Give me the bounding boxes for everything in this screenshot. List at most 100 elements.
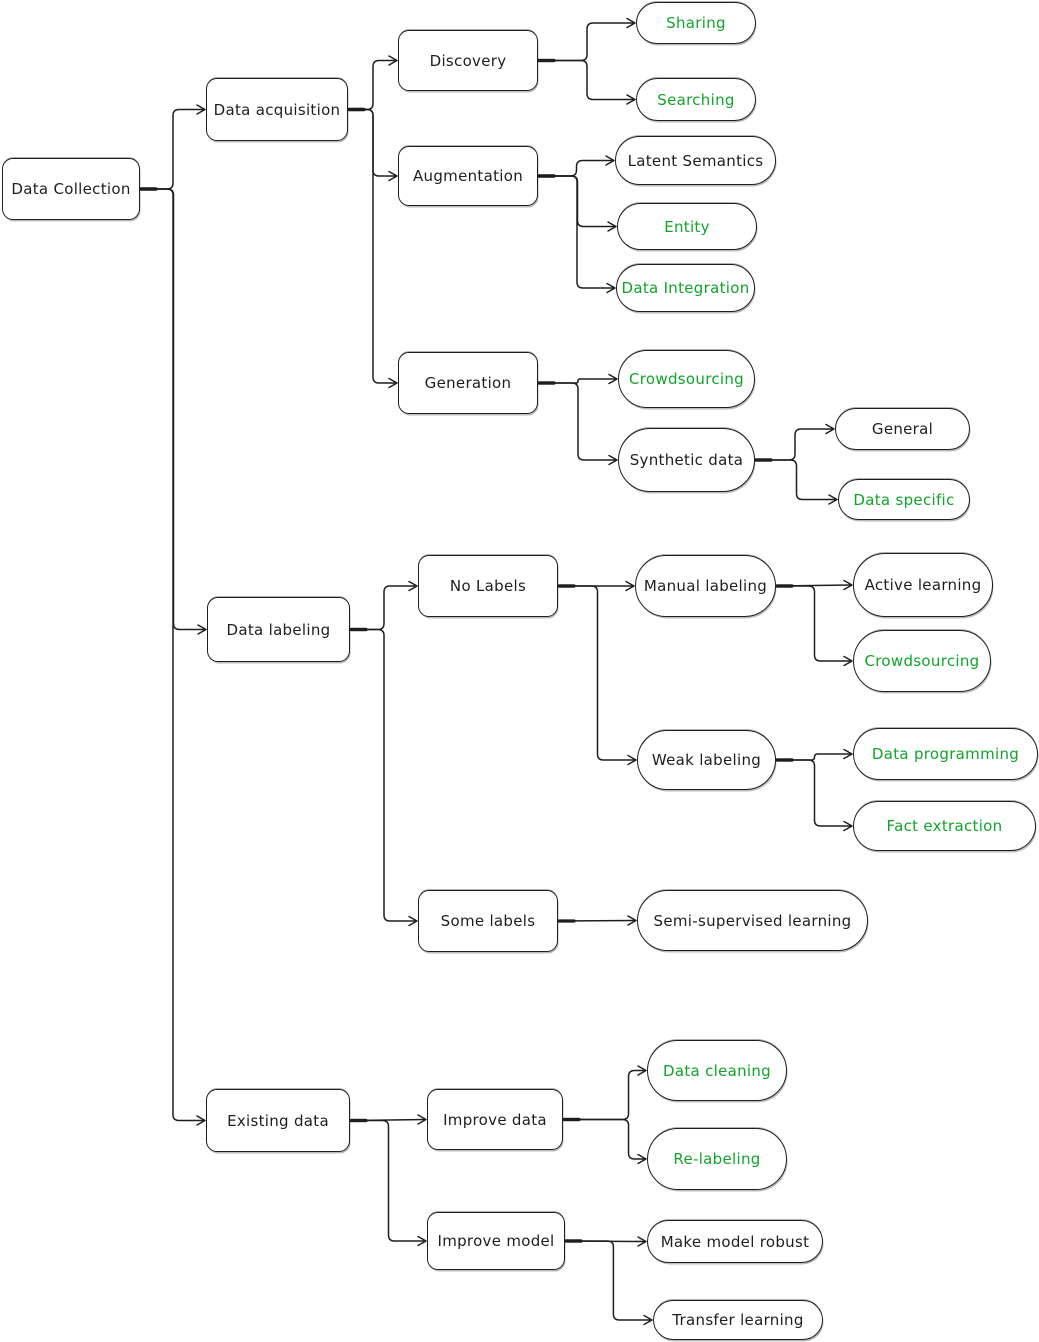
node-label-data-collection: Data Collection: [11, 180, 131, 198]
arrowhead-icon: [643, 1314, 653, 1326]
arrowhead-icon: [408, 915, 418, 927]
node-entity[interactable]: Entity: [617, 203, 757, 250]
node-latent-semantics[interactable]: Latent Semantics: [615, 136, 776, 185]
node-make-model-robust[interactable]: Make model robust: [647, 1220, 823, 1263]
arrowhead-icon: [388, 377, 398, 389]
node-label-existing-data: Existing data: [227, 1111, 329, 1130]
node-data-acquisition[interactable]: Data acquisition: [206, 78, 348, 141]
node-generation[interactable]: Generation: [398, 352, 538, 414]
node-fact-extraction[interactable]: Fact extraction: [853, 801, 1036, 851]
node-data-labeling[interactable]: Data labeling: [207, 597, 350, 662]
edge-data-labeling-to-no-labels: [349, 585, 417, 631]
node-label-data-acquisition: Data acquisition: [213, 100, 341, 119]
node-data-integration[interactable]: Data Integration: [616, 264, 755, 312]
arrowhead-icon: [637, 1065, 647, 1076]
node-label-improve-model: Improve model: [437, 1232, 555, 1250]
arrowhead-icon: [637, 1236, 647, 1247]
node-data-collection[interactable]: Data Collection: [2, 158, 140, 220]
node-label-latent-semantics: Latent Semantics: [627, 151, 764, 170]
edge-generation-to-crowdsourcing-gen: [537, 378, 617, 384]
edge-data-acquisition-to-augmentation: [347, 108, 397, 177]
edge-weak-labeling-to-fact-extraction: [775, 759, 852, 827]
node-label-data-labeling: Data labeling: [226, 620, 331, 639]
arrowhead-icon: [637, 1153, 647, 1165]
node-improve-model[interactable]: Improve model: [427, 1212, 565, 1270]
edge-improve-data-to-data-cleaning: [562, 1069, 646, 1121]
node-transfer-learning[interactable]: Transfer learning: [653, 1300, 823, 1340]
edge-weak-labeling-to-data-programming: [775, 753, 852, 761]
arrowhead-icon: [608, 454, 618, 466]
edge-discovery-to-sharing: [537, 22, 635, 62]
arrowhead-icon: [626, 17, 636, 29]
node-label-generation: Generation: [424, 374, 512, 392]
arrowhead-icon: [828, 494, 838, 505]
arrowhead-icon: [843, 655, 853, 667]
arrowhead-icon: [417, 1235, 427, 1247]
node-label-general: General: [871, 420, 934, 438]
node-no-labels[interactable]: No Labels: [418, 555, 558, 617]
edge-data-collection-to-existing-data: [139, 188, 205, 1122]
node-label-data-integration: Data Integration: [621, 279, 750, 297]
node-existing-data[interactable]: Existing data: [206, 1089, 350, 1152]
edge-data-collection-to-data-acquisition: [139, 108, 205, 190]
arrowhead-icon: [408, 580, 418, 592]
arrowhead-icon: [605, 155, 615, 166]
arrowhead-icon: [388, 170, 398, 182]
edge-data-labeling-to-some-labels: [349, 628, 417, 922]
node-data-cleaning[interactable]: Data cleaning: [647, 1040, 787, 1101]
edge-augmentation-to-data-integration: [537, 175, 615, 289]
node-label-data-specific: Data specific: [853, 490, 955, 509]
arrowhead-icon: [843, 748, 853, 760]
node-crowdsourcing-gen[interactable]: Crowdsourcing: [618, 350, 755, 408]
node-weak-labeling[interactable]: Weak labeling: [637, 730, 776, 790]
arrowhead-icon: [608, 373, 618, 385]
node-label-semi-supervised-learning: Semi-supervised learning: [653, 911, 852, 930]
edge-augmentation-to-latent-semantics: [537, 159, 614, 177]
arrowhead-icon: [388, 55, 398, 66]
edge-generation-to-synthetic-data: [537, 382, 617, 461]
node-active-learning[interactable]: Active learning: [853, 553, 993, 617]
node-sharing[interactable]: Sharing: [636, 2, 756, 44]
arrowhead-icon: [627, 754, 637, 766]
node-label-make-model-robust: Make model robust: [660, 1232, 810, 1251]
node-discovery[interactable]: Discovery: [398, 30, 538, 91]
node-label-re-labeling: Re-labeling: [673, 1150, 761, 1168]
arrowhead-icon: [843, 820, 853, 832]
edge-manual-labeling-to-crowdsourcing-label: [775, 585, 852, 662]
node-synthetic-data[interactable]: Synthetic data: [618, 428, 755, 492]
edge-existing-data-to-improve-model: [349, 1119, 426, 1242]
edge-synthetic-data-to-data-specific: [754, 459, 837, 501]
edge-no-labels-to-weak-labeling: [557, 585, 636, 761]
node-label-data-cleaning: Data cleaning: [662, 1061, 772, 1080]
node-some-labels[interactable]: Some labels: [418, 890, 558, 952]
node-data-specific[interactable]: Data specific: [838, 479, 970, 520]
arrowhead-icon: [625, 580, 635, 592]
node-label-synthetic-data: Synthetic data: [629, 451, 744, 469]
node-improve-data[interactable]: Improve data: [427, 1089, 563, 1150]
edge-data-acquisition-to-generation: [347, 108, 397, 384]
node-data-programming[interactable]: Data programming: [853, 728, 1038, 780]
node-label-crowdsourcing-label: Crowdsourcing: [864, 652, 980, 670]
arrowhead-icon: [825, 423, 835, 435]
node-crowdsourcing-label[interactable]: Crowdsourcing: [853, 630, 991, 692]
node-label-entity: Entity: [664, 217, 710, 236]
node-label-sharing: Sharing: [666, 14, 726, 32]
node-manual-labeling[interactable]: Manual labeling: [635, 555, 776, 617]
node-label-no-labels: No Labels: [449, 577, 527, 595]
node-label-active-learning: Active learning: [864, 576, 982, 594]
arrowhead-icon: [197, 624, 207, 635]
arrowhead-icon: [417, 1114, 427, 1125]
edge-improve-model-to-transfer-learning: [564, 1240, 652, 1321]
arrowhead-icon: [196, 104, 206, 115]
node-searching[interactable]: Searching: [636, 78, 756, 121]
node-augmentation[interactable]: Augmentation: [398, 146, 538, 206]
node-label-searching: Searching: [657, 90, 735, 109]
node-re-labeling[interactable]: Re-labeling: [647, 1128, 787, 1190]
arrowhead-icon: [196, 1115, 206, 1126]
node-label-discovery: Discovery: [429, 51, 507, 70]
node-general[interactable]: General: [835, 408, 970, 450]
node-label-transfer-learning: Transfer learning: [672, 1311, 804, 1329]
node-semi-supervised-learning[interactable]: Semi-supervised learning: [637, 890, 868, 951]
